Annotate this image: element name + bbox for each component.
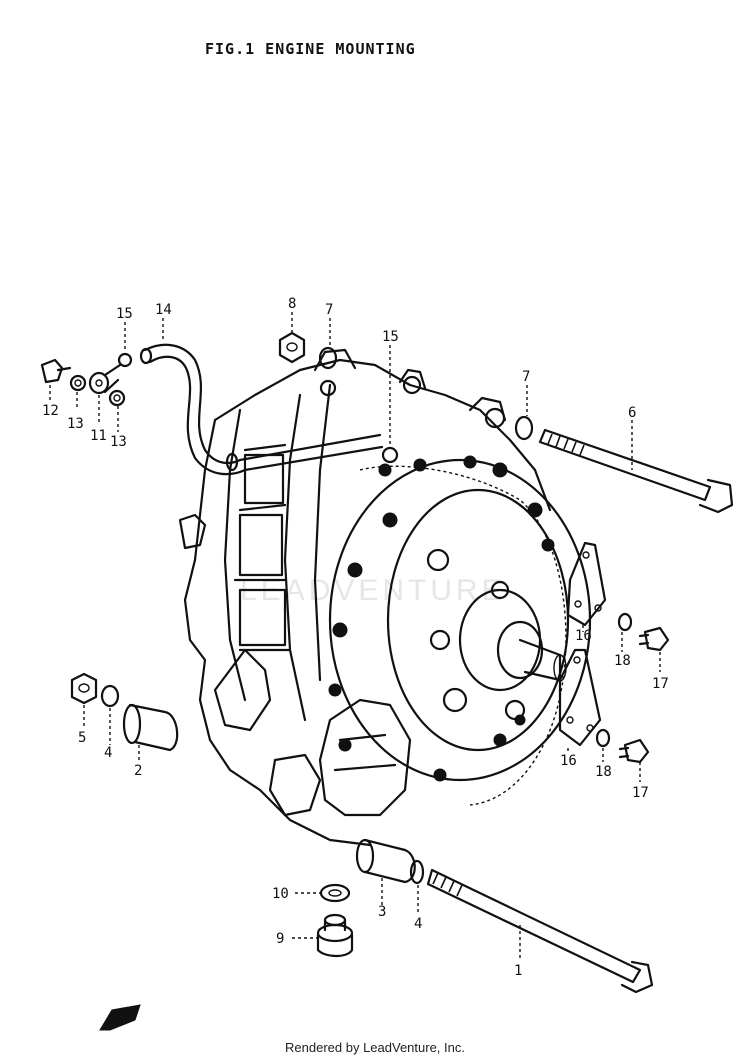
callout-2: 2 — [134, 763, 142, 779]
callout-12: 12 — [42, 403, 59, 419]
washer-18-upper — [617, 612, 633, 632]
callout-4-lower: 4 — [414, 916, 422, 932]
bolt-6 — [538, 428, 734, 514]
callout-4-left: 4 — [104, 745, 112, 761]
washer-7-right — [514, 415, 534, 441]
nut-5 — [70, 672, 98, 705]
bracket-16-lower — [558, 648, 602, 747]
spacer-2 — [122, 703, 179, 752]
figure-title: FIG.1 ENGINE MOUNTING — [205, 40, 416, 58]
washer-10 — [319, 883, 351, 903]
nut-8 — [278, 331, 306, 364]
callout-17-lower: 17 — [632, 785, 649, 801]
callout-11: 11 — [90, 428, 107, 444]
callout-13-left: 13 — [67, 416, 84, 432]
upper-left-hardware — [40, 358, 126, 407]
leader-lines — [49, 312, 661, 960]
washer-7-top — [318, 346, 338, 370]
callout-15-right: 15 — [382, 329, 399, 345]
washer-4-lower — [409, 859, 425, 885]
callout-13-right: 13 — [110, 434, 127, 450]
callout-18-lower: 18 — [595, 764, 612, 780]
callout-7-top: 7 — [325, 302, 333, 318]
flywheel — [328, 458, 592, 806]
callout-3: 3 — [378, 904, 386, 920]
front-arrow-icon — [99, 1004, 141, 1031]
bolt-17-upper — [638, 626, 670, 652]
bolt-17-lower — [618, 738, 650, 764]
callout-17-upper: 17 — [652, 676, 669, 692]
callout-5: 5 — [78, 730, 86, 746]
callout-1: 1 — [514, 963, 522, 979]
clamp-15-left — [117, 352, 133, 368]
callout-10: 10 — [272, 886, 289, 902]
callout-16-lower: 16 — [560, 753, 577, 769]
plug-9 — [316, 913, 354, 958]
callout-15-left: 15 — [116, 306, 133, 322]
callout-labels: 1 2 3 4 4 5 6 7 7 8 9 10 11 12 13 13 14 … — [42, 296, 669, 979]
callout-6: 6 — [628, 405, 636, 421]
spacer-3 — [355, 838, 416, 884]
callout-18-upper: 18 — [614, 653, 631, 669]
washer-18-lower — [595, 728, 611, 748]
footer-credit: Rendered by LeadVenture, Inc. — [285, 1040, 465, 1055]
engine-housing — [178, 348, 552, 847]
clamp-15-right — [381, 446, 399, 464]
washer-4-left — [100, 684, 120, 708]
callout-8: 8 — [288, 296, 296, 312]
callout-7-right: 7 — [522, 369, 530, 385]
bolt-1 — [426, 868, 654, 994]
callout-9: 9 — [276, 931, 284, 947]
bracket-16-upper — [566, 541, 607, 627]
callout-16-upper: 16 — [575, 628, 592, 644]
flange-bolts — [328, 455, 555, 782]
lower-bracket — [213, 648, 412, 817]
callout-14: 14 — [155, 302, 172, 318]
hose-14 — [139, 343, 384, 476]
